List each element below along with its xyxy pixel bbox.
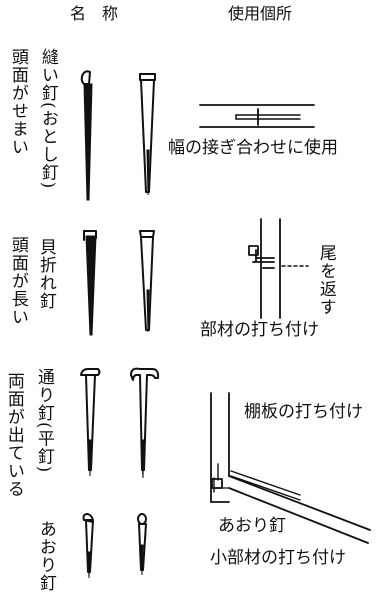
row1-usage: 幅の接ぎ合わせに使用 <box>168 138 338 158</box>
nail-aori-side-view <box>82 513 94 579</box>
row2-usage: 部材の打ち付け <box>200 320 319 340</box>
nail-nui-side-view <box>80 70 93 201</box>
row4-note: あおり釘 <box>218 516 286 536</box>
row1-name: 縫い釘(おとし釘) <box>37 48 58 190</box>
row2-note: 尾を返す <box>315 244 336 316</box>
nail-nui-front-view <box>139 73 156 196</box>
row3-characteristic: 両面が出ている <box>3 372 24 498</box>
member-fastening-drawing <box>248 218 309 319</box>
shelf-board-drawing <box>210 392 371 544</box>
nail-aori-front-view <box>137 513 147 576</box>
nail-toori-side-view <box>80 368 101 477</box>
nail-kaiore-side-view <box>83 230 97 336</box>
row4-usage: 小部材の打ち付け <box>210 548 346 568</box>
header-usage: 使用個所 <box>228 4 293 23</box>
nail-toori-front-view <box>130 367 160 479</box>
row2-characteristic: 頭面が長い <box>7 236 28 326</box>
nail-kaiore-front-view <box>139 230 155 333</box>
row3-usage: 棚板の打ち付け <box>244 402 363 422</box>
row1-characteristic: 頭面がせまい <box>7 48 28 156</box>
board-joint-drawing <box>199 104 315 128</box>
header-name: 名 称 <box>70 4 119 23</box>
row3-name: 通り釘(平釘) <box>33 368 54 474</box>
row4-name: あおり釘 <box>35 520 56 592</box>
row2-name: 貝折れ釘 <box>35 238 56 310</box>
